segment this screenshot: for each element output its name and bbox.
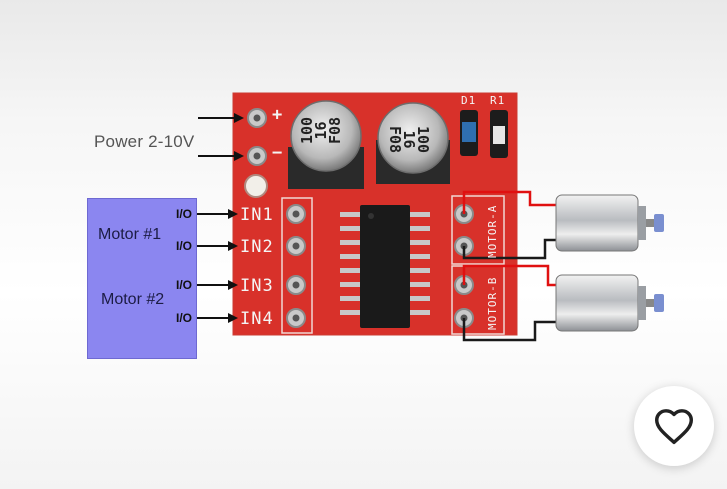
resistor-r1 bbox=[490, 110, 508, 158]
controller-box bbox=[87, 198, 197, 359]
power-plus-pad bbox=[247, 108, 267, 128]
arrow-io-in1 bbox=[197, 209, 238, 219]
motor2-label: Motor #2 bbox=[101, 291, 165, 308]
io-label-3: I/O bbox=[176, 278, 193, 292]
motor-b-label: MOTOR-B bbox=[486, 276, 499, 330]
in4-pad bbox=[286, 308, 306, 328]
capacitor-left bbox=[288, 100, 364, 189]
io-label-4: I/O bbox=[176, 311, 193, 325]
in2-pad bbox=[286, 236, 306, 256]
io-label-1: I/O bbox=[176, 207, 193, 221]
driver-ic bbox=[340, 205, 430, 328]
capacitor-right-line3: F08 bbox=[386, 125, 404, 154]
capacitor-right bbox=[376, 102, 450, 184]
capacitor-right-marking: 100 16 F08 bbox=[386, 112, 432, 167]
motor-b-wire-red bbox=[462, 264, 560, 287]
motor-a-label: MOTOR-A bbox=[486, 204, 499, 258]
arrow-power-minus bbox=[198, 151, 244, 161]
in3-pad bbox=[286, 275, 306, 295]
in4-label: IN4 bbox=[240, 309, 274, 329]
power-minus-pad bbox=[247, 146, 267, 166]
arrow-io-in2 bbox=[197, 241, 238, 251]
heart-icon bbox=[655, 409, 693, 445]
motor-a-wire-black bbox=[462, 238, 562, 260]
arrow-io-in3 bbox=[197, 280, 238, 290]
favorite-button[interactable] bbox=[634, 386, 714, 466]
mounting-hole bbox=[244, 174, 268, 198]
capacitor-right-line1: 100 bbox=[414, 125, 432, 154]
in2-label: IN2 bbox=[240, 237, 274, 257]
motor-b bbox=[555, 274, 664, 332]
r1-label: R1 bbox=[490, 94, 506, 107]
arrow-io-in4 bbox=[197, 313, 238, 323]
arrow-power-plus bbox=[198, 113, 244, 123]
motor-a-wire-red bbox=[462, 190, 560, 214]
power-plus-label: + bbox=[272, 105, 283, 125]
in3-label: IN3 bbox=[240, 276, 274, 296]
power-label: Power 2-10V bbox=[94, 132, 195, 151]
diode-d1 bbox=[460, 110, 478, 156]
motor1-label: Motor #1 bbox=[98, 226, 162, 243]
io-label-2: I/O bbox=[176, 239, 193, 253]
capacitor-right-line2: 16 bbox=[400, 130, 418, 149]
d1-label: D1 bbox=[461, 94, 477, 107]
in1-pad bbox=[286, 204, 306, 224]
in1-label: IN1 bbox=[240, 205, 274, 225]
motor-b-wire-black bbox=[462, 318, 562, 342]
capacitor-left-marking: 100 16 F08 bbox=[298, 103, 344, 158]
capacitor-left-line3: F08 bbox=[326, 116, 344, 145]
motor-a bbox=[555, 194, 664, 252]
power-minus-label: − bbox=[272, 143, 283, 163]
